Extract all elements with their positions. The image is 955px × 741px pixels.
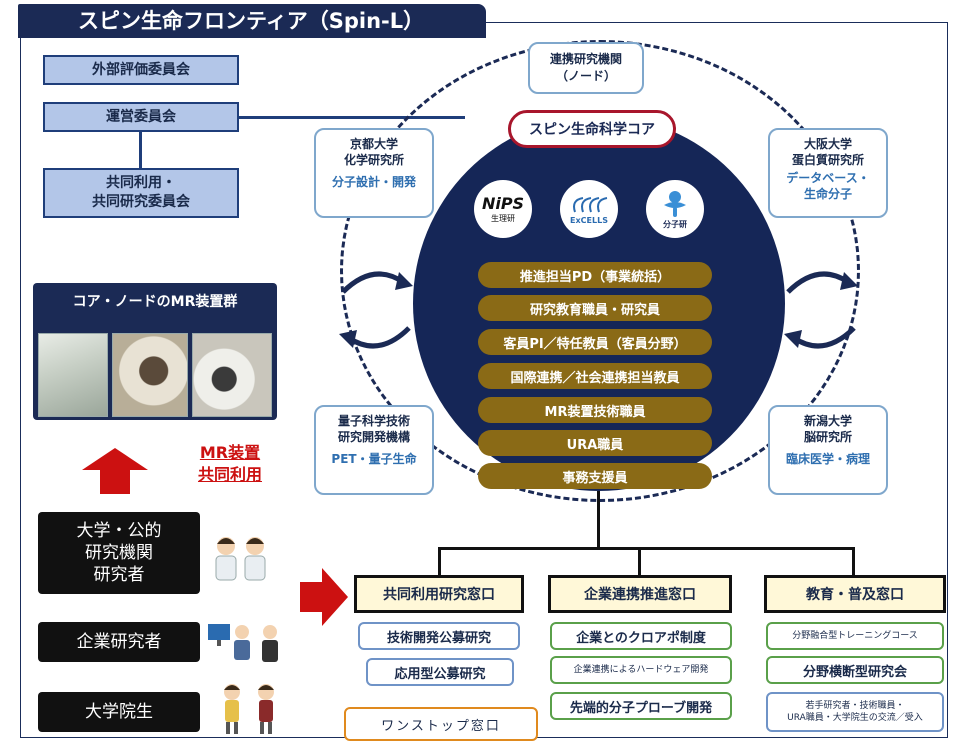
item-exchange: 若手研究者・技術職員・ URA職員・大学院生の交流／受入	[766, 692, 944, 732]
item-tech-dev-research: 技術開発公募研究	[358, 622, 520, 650]
staff-mr-technical: MR装置技術職員	[478, 397, 712, 423]
window-joint-research: 共同利用研究窓口	[354, 575, 524, 613]
node-kyoto: 京都大学 化学研究所 分子設計・開発	[314, 128, 434, 218]
item-training-course: 分野融合型トレーニングコース	[766, 622, 944, 650]
staff-admin: 事務支援員	[478, 463, 712, 489]
node-niigata-field: 臨床医学・病理	[785, 452, 870, 466]
item-cross-field-meeting: 分野横断型研究会	[766, 656, 944, 684]
mr-panel-title: コア・ノードのMR装置群	[72, 294, 238, 310]
node-label-top: 連携研究機関 （ノード）	[528, 42, 644, 94]
committee-steering: 運営委員会	[43, 102, 239, 132]
window-education: 教育・普及窓口	[764, 575, 946, 613]
logo-ims: 分子研	[646, 180, 704, 238]
right-arrow-icon	[300, 568, 348, 626]
up-arrow-icon	[82, 448, 148, 494]
item-molecular-probe: 先端的分子プローブ開発	[550, 692, 732, 720]
onestop-window: ワンストップ窓口	[344, 707, 538, 741]
committee-joint-use: 共同利用・ 共同研究委員会	[43, 168, 239, 218]
staff-researchers: 研究教育職員・研究員	[478, 295, 712, 321]
connector-middle	[638, 547, 641, 575]
node-osaka-field: データベース・ 生命分子	[786, 171, 870, 201]
logo-nips: NiPS 生理研	[474, 180, 532, 238]
cycle-arrows-right-icon	[784, 271, 858, 349]
steering-to-core-line	[239, 116, 465, 119]
excells-mark-icon	[573, 196, 608, 212]
ims-mark-icon	[664, 190, 686, 217]
user-company-researchers: 企業研究者	[38, 622, 200, 662]
item-applied-research: 応用型公募研究	[366, 658, 514, 686]
node-osaka: 大阪大学 蛋白質研究所 データベース・ 生命分子	[768, 128, 888, 218]
node-qst: 量子科学技術 研究開発機構 PET・量子生命	[314, 405, 434, 495]
mr-photo-3	[192, 333, 272, 417]
core-title: スピン生命科学コア	[508, 110, 676, 148]
node-niigata-name: 新潟大学 脳研究所	[803, 414, 852, 444]
company-researcher-icon	[208, 624, 278, 662]
node-qst-field: PET・量子生命	[331, 452, 417, 466]
node-osaka-name: 大阪大学 蛋白質研究所	[791, 137, 864, 167]
researchers-icon	[215, 537, 266, 581]
window-industry: 企業連携推進窓口	[548, 575, 732, 613]
mr-photo-2	[112, 333, 188, 417]
cycle-arrows-left-icon	[339, 271, 413, 349]
connector-right	[852, 547, 855, 575]
item-hardware-dev: 企業連携によるハードウェア開発	[550, 656, 732, 684]
committee-external-review: 外部評価委員会	[43, 55, 239, 85]
user-university-researchers: 大学・公的 研究機関 研究者	[38, 512, 200, 594]
staff-ura: URA職員	[478, 430, 712, 456]
connector-left	[438, 547, 441, 575]
staff-visiting-pi: 客員PI／特任教員（客員分野）	[478, 329, 712, 355]
node-niigata: 新潟大学 脳研究所 臨床医学・病理	[768, 405, 888, 495]
windows-connector	[438, 547, 854, 550]
node-qst-name: 量子科学技術 研究開発機構	[337, 414, 410, 444]
node-kyoto-field: 分子設計・開発	[331, 175, 416, 189]
page-title: スピン生命フロンティア（Spin-L）	[18, 4, 486, 38]
item-cross-appointment: 企業とのクロアポ制度	[550, 622, 732, 650]
mr-photo-1	[38, 333, 108, 417]
logo-excells: ExCELLS	[560, 180, 618, 238]
core-down-connector	[597, 491, 600, 549]
staff-international: 国際連携／社会連携担当教員	[478, 363, 712, 389]
node-kyoto-name: 京都大学 化学研究所	[343, 137, 404, 167]
network-ring	[340, 40, 860, 502]
graduate-students-icon	[224, 684, 274, 734]
staff-pd: 推進担当PD（事業統括）	[478, 262, 712, 288]
committee-connector	[139, 132, 142, 168]
mr-shared-use-label: MR装置 共同利用	[197, 443, 262, 484]
user-graduate-students: 大学院生	[38, 692, 200, 732]
